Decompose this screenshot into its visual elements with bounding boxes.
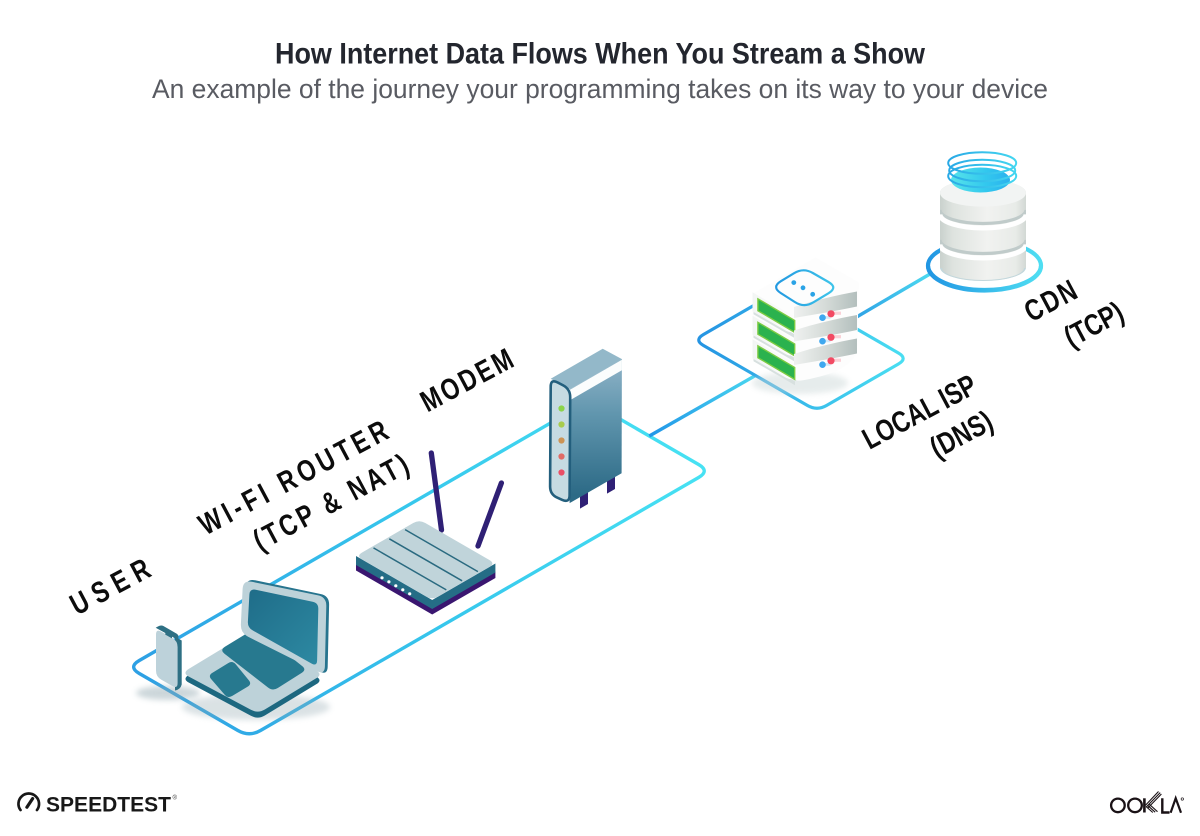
svg-text:How Internet Data Flows When Y: How Internet Data Flows When You Stream … <box>275 38 925 71</box>
svg-text:SPEEDTEST: SPEEDTEST <box>46 794 171 817</box>
svg-text:An example of the journey your: An example of the journey your programmi… <box>152 74 1048 104</box>
svg-text:®: ® <box>173 795 178 802</box>
